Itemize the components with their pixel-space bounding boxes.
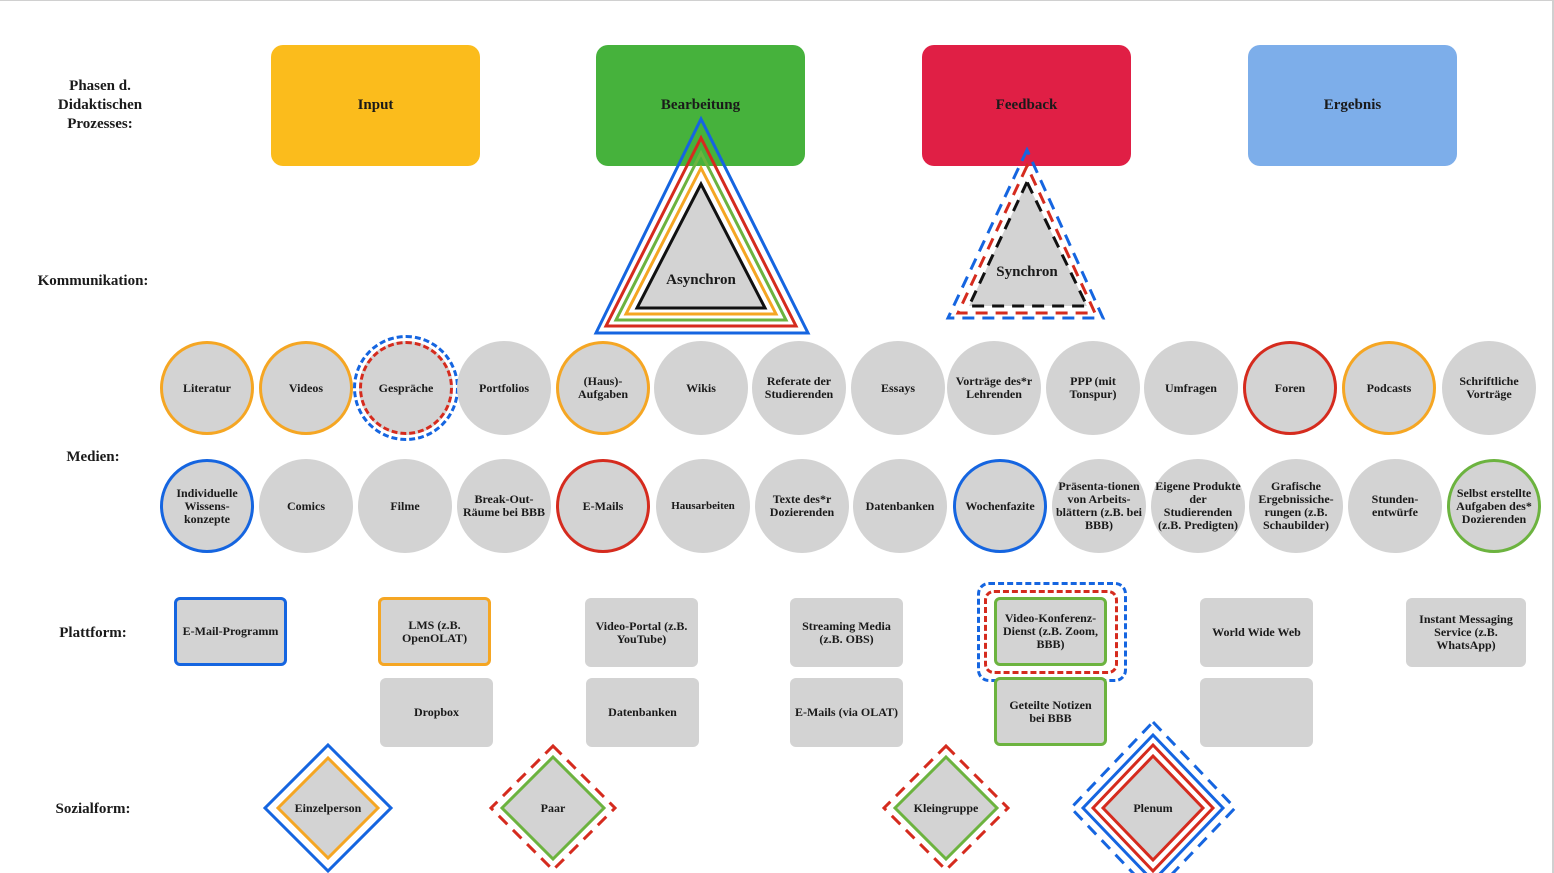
diamond-kleingruppe — [881, 743, 1011, 873]
platform-www: World Wide Web — [1200, 598, 1313, 667]
social-paar: Paar — [540, 801, 566, 815]
platform-dropbox: Dropbox — [380, 678, 493, 747]
media-videos: Videos — [259, 341, 353, 435]
media-umfragen: Umfragen — [1144, 341, 1238, 435]
media-selbst-erstellte-aufgaben: Selbst erstellte Aufgaben des* Dozierend… — [1447, 459, 1541, 553]
phase-bearbeitung: Bearbeitung — [596, 45, 805, 166]
media-stundenentwuerfe: Stunden-entwürfe — [1348, 459, 1442, 553]
platform-emails-olat: E-Mails (via OLAT) — [790, 678, 903, 747]
media-grafische-ergebnissicherung: Grafische Ergebnissiche-rungen (z.B. Sch… — [1249, 459, 1343, 553]
platform-empty — [1200, 678, 1313, 747]
media-eigene-produkte: Eigene Produkte der Studierenden (z.B. P… — [1151, 459, 1245, 553]
platform-lms: LMS (z.B. OpenOLAT) — [378, 597, 491, 666]
platform-geteilte-notizen: Geteilte Notizen bei BBB — [994, 677, 1107, 746]
media-hausarbeiten: Hausarbeiten — [656, 459, 750, 553]
media-emails: E-Mails — [556, 459, 650, 553]
media-datenbanken: Datenbanken — [853, 459, 947, 553]
row-label-social: Sozialform: — [55, 801, 131, 817]
social-einzelperson: Einzelperson — [294, 801, 362, 815]
phase-feedback: Feedback — [922, 45, 1131, 166]
media-hausaufgaben: (Haus)-Aufgaben — [556, 341, 650, 435]
synchron-label: Synchron — [996, 264, 1058, 280]
row-label-media: Medien: — [66, 449, 120, 465]
row-label-phases: Phasen d. Didaktischen Prozesses: — [57, 78, 143, 132]
media-filme: Filme — [358, 459, 452, 553]
asynchron-label: Asynchron — [666, 272, 736, 288]
media-breakout: Break-Out-Räume bei BBB — [457, 459, 551, 553]
media-wochenfazite: Wochenfazite — [953, 459, 1047, 553]
media-comics: Comics — [259, 459, 353, 553]
row-label-communication: Kommunikation: — [37, 273, 149, 289]
media-literatur: Literatur — [160, 341, 254, 435]
platform-datenbanken: Datenbanken — [586, 678, 699, 747]
media-ppp: PPP (mit Tonspur) — [1046, 341, 1140, 435]
right-border — [1552, 0, 1554, 873]
media-vortraege-lehrende: Vorträge des*r Lehrenden — [947, 341, 1041, 435]
diamond-plenum — [1068, 719, 1238, 873]
platform-streaming-media: Streaming Media (z.B. OBS) — [790, 598, 903, 667]
social-plenum: Plenum — [1133, 801, 1173, 815]
media-wikis: Wikis — [654, 341, 748, 435]
phase-input: Input — [271, 45, 480, 166]
platform-video-portal: Video-Portal (z.B. YouTube) — [585, 598, 698, 667]
media-podcasts: Podcasts — [1342, 341, 1436, 435]
media-texte-dozierende: Texte des*r Dozierenden — [755, 459, 849, 553]
media-gespraeche: Gespräche — [359, 341, 453, 435]
asynchron-triangle — [593, 115, 811, 335]
media-essays: Essays — [851, 341, 945, 435]
media-praesentationen: Präsenta-tionen von Arbeits-blättern (z.… — [1052, 459, 1146, 553]
platform-video-konferenz: Video-Konferenz-Dienst (z.B. Zoom, BBB) — [994, 597, 1107, 666]
phase-ergebnis: Ergebnis — [1248, 45, 1457, 166]
diamond-einzelperson — [262, 742, 394, 873]
media-wissenskonzepte: Individuelle Wissens-konzepte — [160, 459, 254, 553]
platform-instant-messaging: Instant Messaging Service (z.B. WhatsApp… — [1406, 598, 1526, 667]
social-kleingruppe: Kleingruppe — [913, 801, 979, 815]
diamond-paar — [488, 743, 618, 873]
platform-email-programm: E-Mail-Programm — [174, 597, 287, 666]
media-referate: Referate der Studierenden — [752, 341, 846, 435]
row-label-platform: Plattform: — [59, 625, 127, 641]
media-portfolios: Portfolios — [457, 341, 551, 435]
synchron-triangle — [945, 146, 1106, 320]
top-border — [0, 0, 1554, 1]
media-schriftliche-vortraege: Schriftliche Vorträge — [1442, 341, 1536, 435]
media-foren: Foren — [1243, 341, 1337, 435]
